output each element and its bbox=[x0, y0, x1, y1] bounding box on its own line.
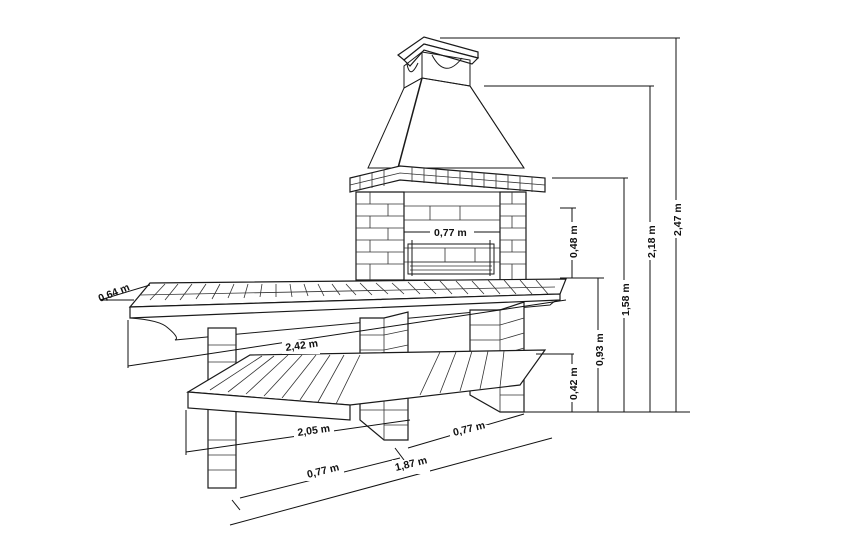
label-grill-width: 0,77 m bbox=[434, 227, 467, 239]
label-total-height: 2,47 m bbox=[672, 203, 684, 236]
label-depth: 0,64 m bbox=[97, 281, 132, 304]
label-firebox-height: 0,48 m bbox=[568, 225, 580, 258]
worktop bbox=[128, 278, 567, 341]
firebox bbox=[355, 191, 527, 281]
label-shelf-length: 2,05 m bbox=[297, 423, 331, 439]
label-hood-top-height: 2,18 m bbox=[646, 225, 658, 258]
label-worktop-length: 2,42 m bbox=[285, 338, 319, 354]
chimney-cap bbox=[397, 36, 480, 89]
label-shelf-height: 0,42 m bbox=[568, 367, 580, 400]
hood-collar bbox=[349, 165, 546, 193]
label-hood-base-height: 1,58 m bbox=[620, 283, 632, 316]
label-worktop-height: 0,93 m bbox=[594, 333, 606, 366]
chimney-hood bbox=[367, 77, 525, 169]
lower-shelf bbox=[186, 349, 547, 421]
